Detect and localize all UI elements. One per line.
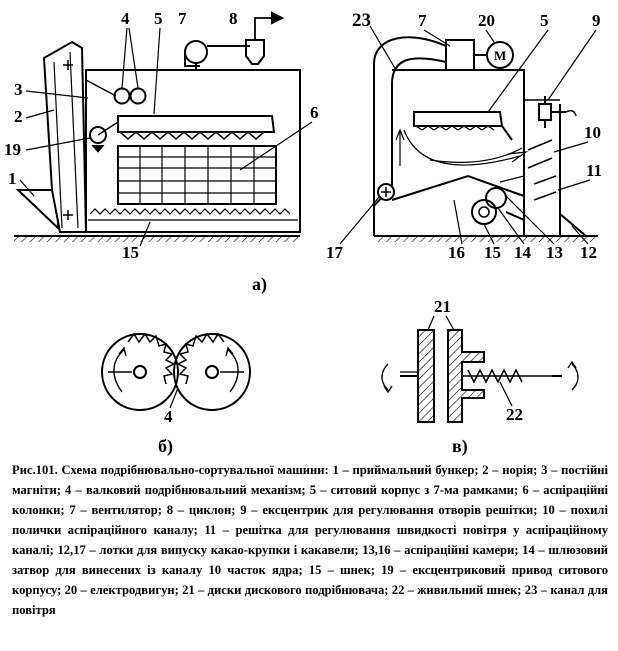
caption-text: Схема подрібнювально-сортувальної машини…	[12, 463, 608, 617]
caption-title: Рис.101.	[12, 463, 58, 477]
label-19: 19	[4, 140, 21, 159]
view-a-right-machine	[373, 36, 598, 242]
label-3: 3	[14, 80, 23, 99]
label-4-bottom: 4	[164, 407, 173, 426]
machine-schematic: 4 5 7 8 3 2 19 1 6 15	[4, 9, 602, 457]
label-1: 1	[8, 169, 17, 188]
label-4: 4	[121, 9, 130, 28]
label-15: 15	[122, 243, 139, 262]
label-9: 9	[592, 11, 601, 30]
label-10: 10	[584, 123, 601, 142]
label-2: 2	[14, 107, 23, 126]
motor-symbol: M	[494, 48, 506, 63]
subfigure-v-label: в)	[452, 436, 468, 457]
label-5-right: 5	[540, 11, 549, 30]
label-17: 17	[326, 243, 344, 262]
label-14: 14	[514, 243, 532, 262]
label-6: 6	[310, 103, 319, 122]
figure-caption: Рис.101. Схема подрібнювально-сортувальн…	[12, 460, 608, 620]
label-13: 13	[546, 243, 563, 262]
label-7-right: 7	[418, 11, 427, 30]
view-a-left-machine	[14, 11, 301, 242]
label-5: 5	[154, 9, 163, 28]
label-23: 23	[352, 10, 371, 31]
subfigure-a-label: а)	[252, 274, 267, 295]
label-15-right: 15	[484, 243, 501, 262]
view-a-right-labels: 23 7 20 5 9 10 11 17 16 15 14 13 12 M	[326, 10, 602, 262]
label-20: 20	[478, 11, 495, 30]
label-12: 12	[580, 243, 597, 262]
label-8: 8	[229, 9, 238, 28]
label-22: 22	[506, 405, 523, 424]
view-b-roll-crusher	[101, 332, 251, 411]
label-21: 21	[434, 297, 451, 316]
view-v-disc-crusher	[381, 329, 579, 423]
label-11: 11	[586, 161, 602, 180]
label-16: 16	[448, 243, 465, 262]
view-a-left-labels: 4 5 7 8 3 2 19 1 6 15	[4, 9, 319, 262]
subfigure-b-label: б)	[158, 436, 173, 457]
label-7: 7	[178, 9, 187, 28]
